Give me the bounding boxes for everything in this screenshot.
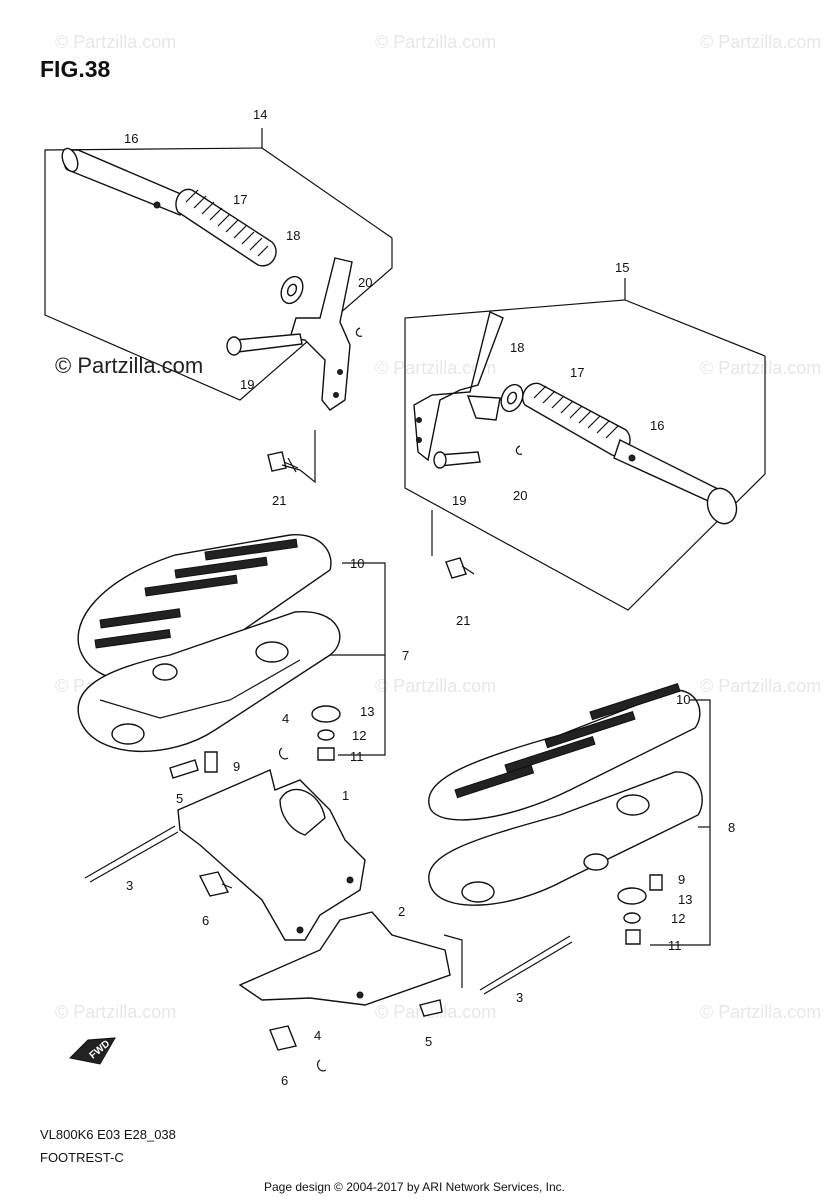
callout-20: 20: [513, 488, 527, 503]
watermark: © Partzilla.com: [375, 676, 497, 696]
fwd-arrow-icon: FWD: [68, 1037, 116, 1065]
callout-17: 17: [233, 192, 247, 207]
callout-18: 18: [510, 340, 524, 355]
callout-13: 13: [678, 892, 692, 907]
callout-7: 7: [402, 648, 409, 663]
watermark: © Partzilla.com: [700, 1002, 822, 1022]
callout-17: 17: [570, 365, 584, 380]
callout-10: 10: [676, 692, 690, 707]
diagram-code: VL800K6 E03 E28_038: [40, 1127, 176, 1142]
callout-6: 6: [281, 1073, 288, 1088]
partzilla-brand: © Partzilla.com: [55, 353, 204, 378]
callout-18: 18: [286, 228, 300, 243]
footrest-assembly-left: [44, 128, 393, 484]
callout-20: 20: [358, 275, 372, 290]
callout-21: 21: [272, 493, 286, 508]
bracket-1: [84, 769, 366, 941]
callout-16: 16: [650, 418, 664, 433]
watermark: © Partzilla.com: [700, 358, 822, 378]
callout-19: 19: [452, 493, 466, 508]
callout-5: 5: [425, 1034, 432, 1049]
callout-9: 9: [678, 872, 685, 887]
figure-title: FIG.38: [40, 56, 111, 82]
callout-16: 16: [124, 131, 138, 146]
callout-2: 2: [398, 904, 405, 919]
callout-11: 11: [350, 749, 364, 764]
callout-10: 10: [350, 556, 364, 571]
callout-5: 5: [176, 791, 183, 806]
watermark: © Partzilla.com: [700, 676, 822, 696]
callout-3: 3: [126, 878, 133, 893]
callout-19: 19: [240, 377, 254, 392]
callout-4: 4: [282, 711, 289, 726]
callout-13: 13: [360, 704, 374, 719]
callout-12: 12: [352, 728, 366, 743]
floorboard-right: [428, 682, 711, 995]
callout-21: 21: [456, 613, 470, 628]
callout-9: 9: [233, 759, 240, 774]
watermark: © Partzilla.com: [700, 32, 822, 52]
floorboard-left: [77, 534, 386, 779]
callout-15: 15: [615, 260, 629, 275]
callout-1: 1: [342, 788, 349, 803]
watermark: © Partzilla.com: [55, 32, 177, 52]
callout-6: 6: [202, 913, 209, 928]
footrest-assembly-right: [404, 278, 766, 611]
callout-11: 11: [668, 938, 682, 953]
watermark: © Partzilla.com: [55, 1002, 177, 1022]
footer-copyright: Page design © 2004-2017 by ARI Network S…: [263, 1180, 565, 1194]
callout-14: 14: [253, 107, 267, 122]
bracket-2: [238, 911, 463, 1072]
watermark: © Partzilla.com: [375, 32, 497, 52]
callout-4: 4: [314, 1028, 321, 1043]
callout-12: 12: [671, 911, 685, 926]
callout-3: 3: [516, 990, 523, 1005]
diagram-name: FOOTREST-C: [40, 1150, 124, 1165]
callout-8: 8: [728, 820, 735, 835]
